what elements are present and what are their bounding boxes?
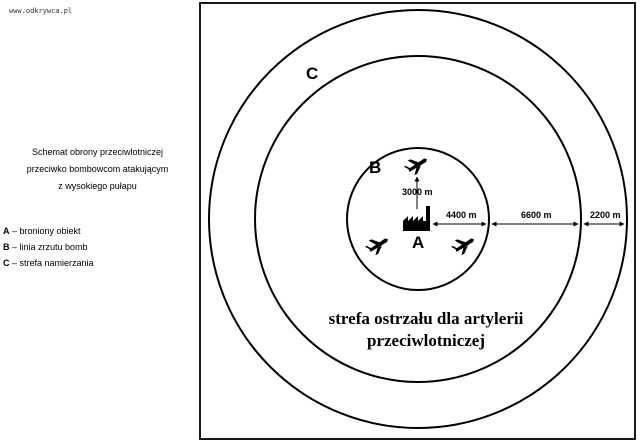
legend-text: – strefa namierzania xyxy=(9,258,94,268)
bomber-icon xyxy=(364,238,388,256)
zone-label-line: strefa ostrzału dla artylerii xyxy=(329,309,524,328)
zone-label-line: przeciwlotniczej xyxy=(367,331,485,350)
title-line: Schemat obrony przeciwlotniczej xyxy=(31,147,164,157)
label-c: C xyxy=(306,64,318,83)
legend-item-c: C – strefa namierzania xyxy=(3,255,94,271)
watermark: www.odkrywca.pl xyxy=(9,7,73,15)
diagram-title: Schemat obrony przeciwlotniczej przeciwk… xyxy=(0,144,195,195)
legend: A – broniony obiekt B – linia zrzutu bom… xyxy=(3,223,94,271)
legend-item-b: B – linia zrzutu bomb xyxy=(3,239,94,255)
label-a: A xyxy=(412,233,424,252)
legend-text: – linia zrzutu bomb xyxy=(9,242,88,252)
altitude-label: 3000 m xyxy=(402,187,433,197)
outer-distance-label: 2200 m xyxy=(590,210,621,220)
factory-icon xyxy=(403,206,430,231)
label-b: B xyxy=(369,158,381,177)
legend-key: A xyxy=(3,226,10,236)
title-line: przeciwko bombowcom atakującym xyxy=(26,164,169,174)
middle-distance-label: 6600 m xyxy=(521,210,552,220)
diagram-frame xyxy=(199,2,636,440)
legend-text: – broniony obiekt xyxy=(9,226,81,236)
outer-circle-c xyxy=(208,9,628,429)
bomber-icon xyxy=(403,158,427,176)
legend-item-a: A – broniony obiekt xyxy=(3,223,94,239)
legend-key: C xyxy=(3,258,10,268)
inner-distance-label: 4400 m xyxy=(446,210,477,220)
title-line: z wysokiego pułapu xyxy=(58,181,137,191)
inner-circle-b xyxy=(346,147,490,291)
middle-circle xyxy=(254,55,582,383)
legend-key: B xyxy=(3,242,10,252)
bomber-icon xyxy=(450,238,474,256)
